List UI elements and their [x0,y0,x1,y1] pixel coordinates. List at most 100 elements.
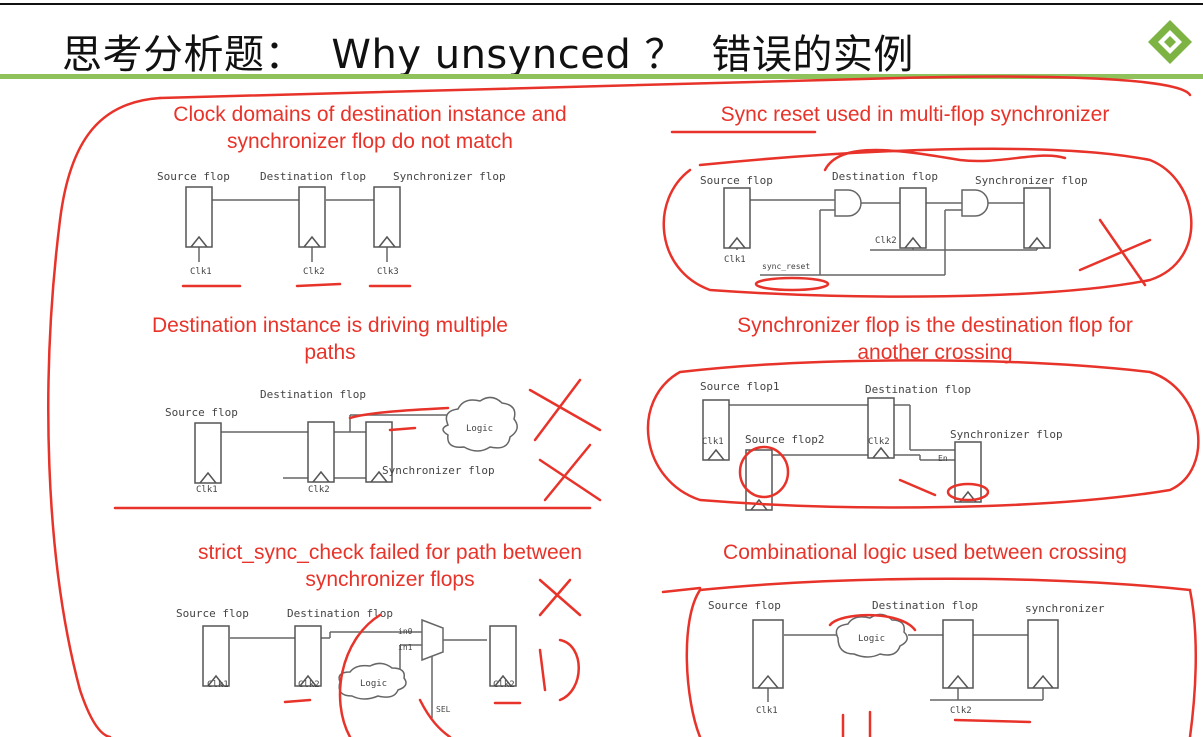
panel-5-logic-cloud [338,662,407,700]
annotation-dash-panel-5-a [283,698,312,704]
panel-5-in0-label: in0 [398,627,413,636]
slide-title: 思考分析题： Why unsynced ？ 错误的实例 [62,32,914,78]
panel-2-synchronizer-flop [1023,187,1051,249]
panel-2-source-label: Source flop [700,174,773,187]
panel-6-title: Combinational logic used between crossin… [690,539,1160,566]
panel-5-sel-label: SEL [436,705,451,714]
annotation-cross-panel-5-a [538,578,582,617]
panel-2-title-line1: Sync reset used in multi-flop synchroniz… [720,103,1110,126]
annotation-cross-panel-3-b [533,378,582,442]
panel-4-source1-label: Source flop1 [700,380,779,393]
annotation-top-arc [158,75,1192,100]
panel-4-title-line1: Synchronizer flop is the destination flo… [737,314,1133,337]
panel-5-destination-flop [294,625,322,687]
panel-3-destination-flop [307,421,335,483]
panel-3-destination-label: Destination flop [260,388,366,401]
slide-header: 思考分析题： Why unsynced ？ 错误的实例 [0,0,1203,84]
panel-6-source-label: Source flop [708,599,781,612]
annotation-circle-panel-5 [338,613,452,737]
panel-1-source-flop [185,186,213,248]
panel-1-title: Clock domains of destination instance an… [120,101,620,155]
panel-3-title-line2: paths [304,341,356,364]
panel-4-source-flop2 [745,449,773,511]
annotation-cross-panel-2-b [1078,238,1152,272]
panel-1-source-label: Source flop [157,170,230,183]
header-green-bar [0,74,1203,79]
panel-4-clk2-label: Clk2 [868,437,890,447]
panel-6-synchronizer-flop [1027,619,1059,689]
panel-5-title-line1: strict_sync_check failed for path betwee… [197,541,583,564]
panel-4-title-line2: another crossing [857,341,1013,364]
panel-3-logic-label: Logic [466,424,493,434]
panel-5-destination-label: Destination flop [287,607,393,620]
panel-6-schematic [767,634,1044,702]
annotation-stroke-panel-3 [348,406,450,420]
annotation-stroke-panel-4 [898,478,937,497]
panel-4-en-label: En [938,454,948,463]
panel-3-title-line1: Destination instance is driving multiple [151,314,508,337]
panel-6-logic-cloud [835,613,908,658]
panel-5-synchronizer-flop [489,625,517,687]
panel-5-title: strict_sync_check failed for path betwee… [160,539,620,593]
panel-4-destination-label: Destination flop [865,383,971,396]
panel-6-title-line1: Combinational logic used between crossin… [723,541,1127,564]
panel-3-clk2-label: Clk2 [308,485,330,495]
panel-1-destination-flop [298,186,326,248]
panel-4-synchronizer-flop [954,441,982,503]
annotation-cross-panel-3-d [543,443,592,502]
panel-5-clk1-label: Clk1 [207,680,229,690]
panel-2-destination-flop [899,187,927,249]
panel-6-destination-label: Destination flop [872,599,978,612]
panel-6-clk2-label: Clk2 [950,706,972,716]
annotation-dash-panel-6 [953,718,1032,724]
panel-4-synchronizer-label: Synchronizer flop [950,428,1063,441]
panel-4-schematic [712,404,955,461]
annotation-underline-clk2 [295,282,342,288]
panel-2-source-flop [723,187,751,249]
annotation-logic-stroke-panel-6 [828,613,917,632]
panel-5-in1-label: in1 [398,643,413,652]
panel-6-synchronizer-label: synchronizer [1025,602,1105,615]
annotation-bracket-panel-5 [538,638,580,702]
annotation-cross-panel-3-c [538,458,602,502]
diamond-logo-icon [1148,20,1192,64]
annotation-circle-panel-2 [662,147,1193,298]
panel-6-logic-label: Logic [858,634,885,644]
panel-5-title-line2: synchronizer flops [305,568,475,591]
panel-3-title: Destination instance is driving multiple… [110,312,550,366]
annotation-cross-panel-3-a [528,388,602,432]
panel-2-clk2-label: Clk2 [875,236,897,246]
panel-6-source-flop [752,619,784,689]
panel-1-synchronizer-label: Synchronizer flop [393,170,506,183]
panel-2-title: Sync reset used in multi-flop synchroniz… [660,101,1170,128]
panel-4-clk1-label: Clk1 [702,437,724,447]
header-top-rule [0,3,1203,5]
panel-3-logic-cloud [442,396,518,452]
panel-2-synchronizer-label: Synchronizer flop [975,174,1088,187]
panel-4-source2-label: Source flop2 [745,433,824,446]
panel-6-clk1-label: Clk1 [756,706,778,716]
panel-4-destination-flop [867,397,895,459]
panel-6-destination-flop [942,619,974,689]
panel-5-logic-label: Logic [360,679,387,689]
annotation-circle-panel-6 [685,577,1197,737]
annotation-circle-panel-4 [646,359,1200,509]
panel-1-title-line2: synchronizer flop do not match [227,130,513,153]
annotation-source2-circle [738,445,790,499]
panel-1-schematic [198,199,388,262]
panel-5-source-label: Source flop [176,607,249,620]
panel-3-source-flop [194,422,222,484]
panel-5-source-flop [202,625,230,687]
annotation-scribble-panel-2 [823,148,1067,172]
panel-3-source-label: Source flop [165,406,238,419]
panel-3-synchronizer-label: Synchronizer flop [382,464,495,477]
panel-1-title-line1: Clock domains of destination instance an… [173,103,567,126]
panel-4-source-flop1 [702,399,730,461]
panel-4-title: Synchronizer flop is the destination flo… [700,312,1170,366]
panel-1-clk2-label: Clk2 [303,267,325,277]
panel-1-clk3-label: Clk3 [377,267,399,277]
panel-2-sync-reset-label: sync_reset [762,262,810,271]
annotation-cross-panel-5-b [538,578,572,617]
annotation-big-left-arc [47,96,162,737]
